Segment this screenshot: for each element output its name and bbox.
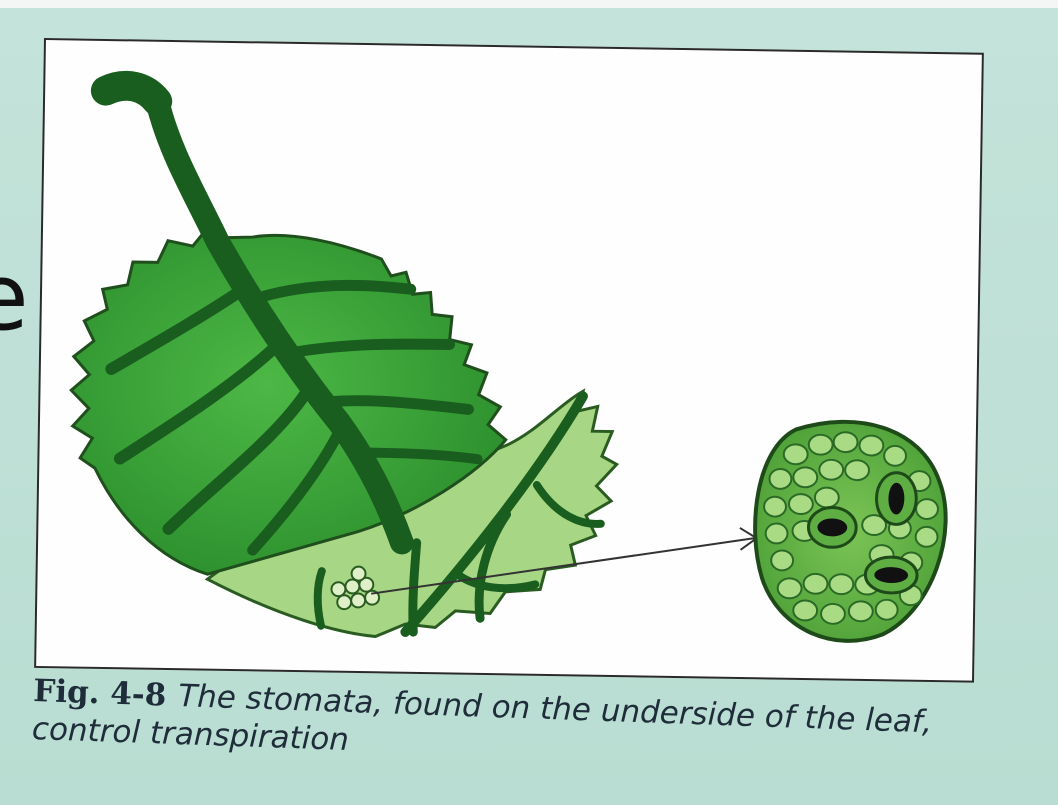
- top-strip: [0, 0, 1058, 8]
- partial-slide-text: e: [0, 252, 29, 344]
- stoma-pore-icon: [876, 472, 917, 524]
- figure-label: Fig. 4-8: [33, 673, 167, 714]
- stoma-pore-icon: [808, 507, 856, 547]
- magnified-stomata-icon: [753, 420, 947, 642]
- leaf-illustration: [36, 40, 982, 681]
- stoma-pore-icon: [865, 557, 917, 594]
- figure-frame: [34, 38, 984, 683]
